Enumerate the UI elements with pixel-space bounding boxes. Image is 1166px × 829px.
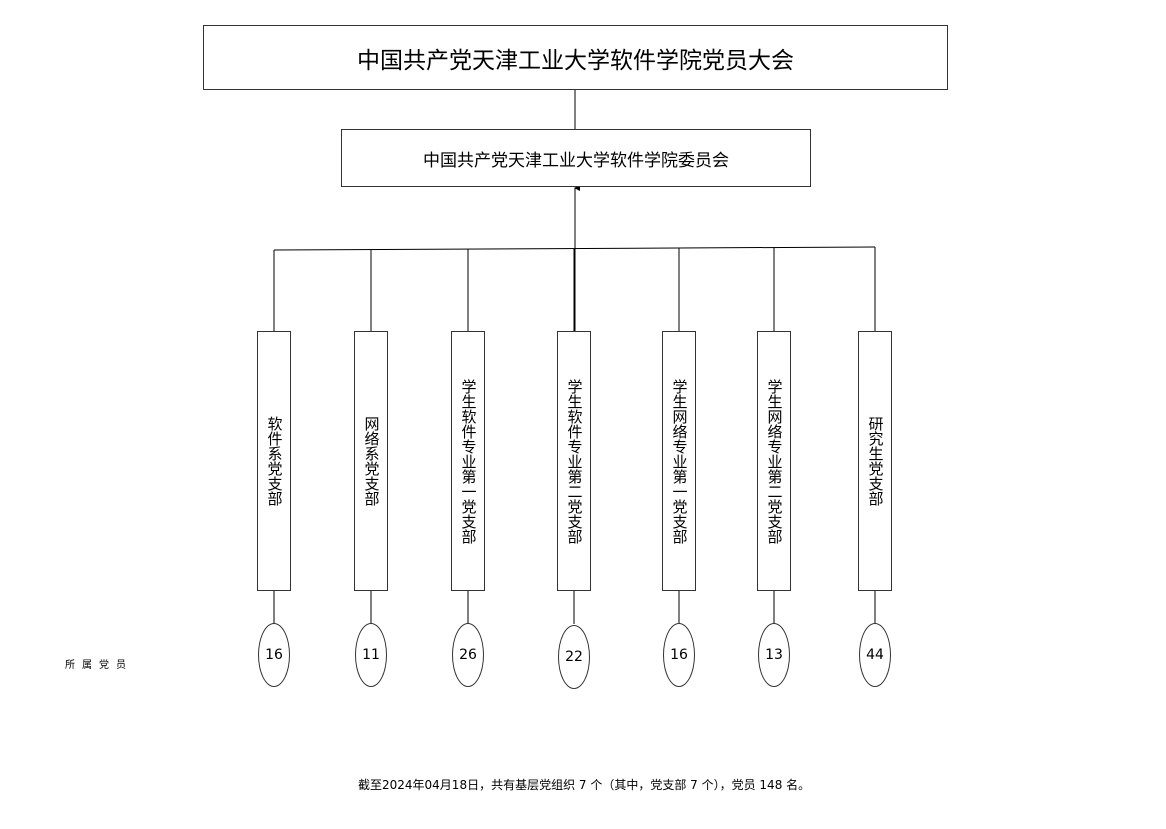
member-count-oval: 16 <box>258 623 290 687</box>
branch-name: 学生软件专业第二党支部 <box>565 378 584 544</box>
branch-box: 学生软件专业第二党支部 <box>557 331 591 591</box>
party-assembly-box: 中国共产党天津工业大学软件学院党员大会 <box>203 25 948 90</box>
member-count-oval: 44 <box>859 623 891 687</box>
branch-name: 研究生党支部 <box>866 416 885 506</box>
branch-box: 研究生党支部 <box>858 331 892 591</box>
members-label: 所属党员 <box>65 660 133 671</box>
member-count: 11 <box>362 647 380 663</box>
member-count: 16 <box>670 647 688 663</box>
branch-box: 学生网络专业第二党支部 <box>757 331 791 591</box>
member-count: 22 <box>565 649 583 665</box>
branch-box: 学生网络专业第一党支部 <box>662 331 696 591</box>
branch-name: 网络系党支部 <box>362 416 381 506</box>
branch-box: 学生软件专业第一党支部 <box>451 331 485 591</box>
branch-name: 学生网络专业第一党支部 <box>670 378 689 544</box>
branch-name: 学生软件专业第一党支部 <box>459 378 478 544</box>
member-count: 44 <box>866 647 884 663</box>
member-count-oval: 26 <box>452 623 484 687</box>
branch-box: 软件系党支部 <box>257 331 291 591</box>
committee-title: 中国共产党天津工业大学软件学院委员会 <box>423 150 729 171</box>
party-committee-box: 中国共产党天津工业大学软件学院委员会 <box>341 129 811 187</box>
member-count-oval: 13 <box>758 623 790 687</box>
member-count: 13 <box>765 647 783 663</box>
member-count-oval: 16 <box>663 623 695 687</box>
branch-name: 学生网络专业第二党支部 <box>765 378 784 544</box>
footer-note: 截至2024年04月18日，共有基层党组织 7 个（其中，党支部 7 个），党员… <box>358 778 811 792</box>
member-count: 26 <box>459 647 477 663</box>
branch-box: 网络系党支部 <box>354 331 388 591</box>
assembly-title: 中国共产党天津工业大学软件学院党员大会 <box>357 47 794 74</box>
member-count-oval: 22 <box>558 625 590 689</box>
member-count: 16 <box>265 647 283 663</box>
branch-name: 软件系党支部 <box>265 416 284 506</box>
member-count-oval: 11 <box>355 623 387 687</box>
